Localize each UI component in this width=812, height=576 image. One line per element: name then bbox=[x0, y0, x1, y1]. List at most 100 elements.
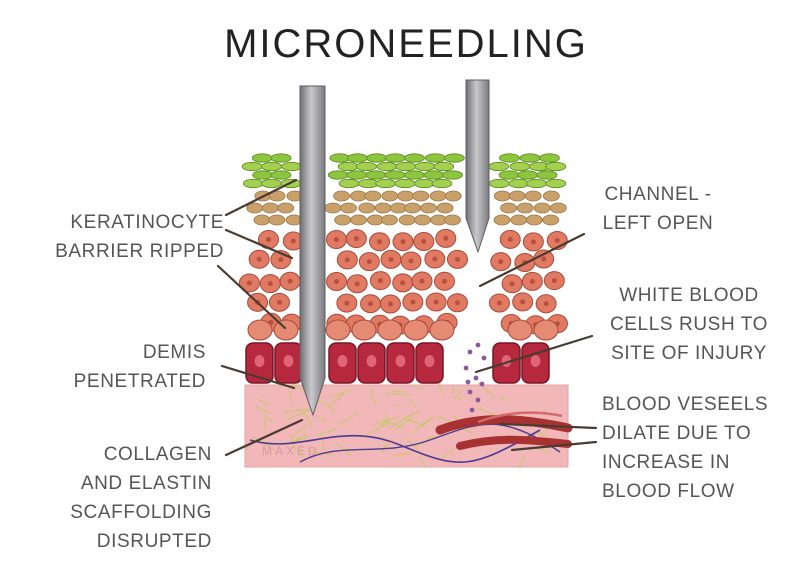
basal-nucleus bbox=[366, 355, 377, 367]
corneum-cell bbox=[281, 161, 303, 172]
collagen-fiber bbox=[499, 397, 508, 402]
corneum-cell bbox=[270, 153, 292, 163]
corneum-cell bbox=[499, 153, 520, 163]
granular-cell bbox=[414, 214, 431, 226]
collagen-fiber bbox=[408, 399, 417, 408]
corneum-cell bbox=[375, 178, 397, 189]
granular-cell bbox=[262, 202, 279, 214]
collagen-fiber bbox=[438, 382, 445, 395]
spinous-cell bbox=[533, 319, 559, 341]
label-line: BARRIER RIPPED bbox=[55, 241, 224, 262]
corneum-cell bbox=[424, 153, 446, 163]
corneum-cell bbox=[404, 153, 425, 163]
label-demis-penetrated: DEMIS PENETRATED bbox=[74, 338, 206, 396]
artery-path bbox=[456, 435, 572, 450]
corneum-cell bbox=[365, 170, 387, 180]
collagen-fiber bbox=[386, 392, 411, 396]
spinous-nucleus bbox=[541, 256, 547, 262]
corneum-cell bbox=[403, 170, 425, 180]
granular-cell bbox=[364, 190, 382, 202]
granular-cell bbox=[253, 214, 271, 226]
corneum-cell bbox=[327, 170, 349, 180]
corneum-cell bbox=[517, 170, 539, 180]
granular-cell bbox=[525, 214, 543, 226]
granular-cell bbox=[429, 190, 447, 202]
spinous-nucleus bbox=[388, 256, 394, 262]
granular-cell bbox=[398, 214, 416, 226]
label-line: AND ELASTIN bbox=[80, 473, 212, 494]
spinous-nucleus bbox=[400, 280, 406, 286]
granular-cell bbox=[268, 190, 286, 202]
collagen-fiber bbox=[366, 422, 388, 436]
collagen-fiber bbox=[337, 411, 360, 426]
spinous-cell bbox=[325, 319, 351, 341]
leader-blood-vessels-1 bbox=[498, 422, 598, 430]
spinous-cell bbox=[429, 319, 455, 341]
granular-cell bbox=[333, 190, 350, 202]
spinous-nucleus bbox=[344, 300, 350, 306]
white-blood-cell bbox=[463, 365, 469, 371]
spinous-nucleus bbox=[441, 278, 447, 284]
spinous-nucleus bbox=[377, 278, 383, 284]
basal-nucleus bbox=[283, 355, 294, 367]
granular-cell bbox=[340, 202, 357, 214]
granular-cell bbox=[349, 190, 367, 202]
corneum-cell bbox=[355, 161, 377, 172]
collagen-fiber bbox=[326, 402, 337, 414]
collagen-fiber bbox=[453, 388, 464, 400]
granular-cell bbox=[444, 214, 461, 226]
collagen-fiber bbox=[299, 448, 304, 458]
corneum-cell bbox=[384, 153, 406, 163]
collagen-fiber bbox=[394, 416, 415, 431]
vein-path bbox=[249, 429, 541, 463]
collagen-fiber bbox=[256, 406, 271, 414]
spinous-nucleus bbox=[368, 301, 374, 307]
spinous-nucleus bbox=[333, 237, 339, 243]
collagen-fiber bbox=[373, 416, 399, 426]
collagen-fiber bbox=[381, 439, 391, 453]
granular-cell bbox=[516, 202, 534, 214]
spinous-cell bbox=[247, 319, 273, 341]
leader-collagen bbox=[224, 418, 304, 457]
spinous-cell bbox=[377, 319, 403, 341]
diagram-title: MICRONEEDLING bbox=[224, 22, 588, 66]
spinous-cell-layer bbox=[238, 228, 568, 341]
corneum-cell bbox=[413, 178, 435, 189]
granular-cell bbox=[404, 202, 421, 214]
label-line: DEMIS bbox=[142, 342, 206, 363]
white-blood-cell bbox=[479, 381, 485, 387]
spinous-nucleus bbox=[520, 299, 526, 305]
corneum-cell bbox=[242, 178, 264, 189]
corneum-cell bbox=[519, 153, 541, 163]
spinous-nucleus bbox=[265, 237, 271, 243]
label-line: SITE OF INJURY bbox=[611, 343, 767, 364]
corneum-cell bbox=[347, 153, 368, 163]
spinous-nucleus bbox=[551, 278, 557, 284]
leader-lines bbox=[216, 178, 598, 457]
granular-cell bbox=[542, 214, 560, 226]
white-blood-cell bbox=[473, 375, 479, 381]
white-blood-cell bbox=[467, 349, 473, 355]
collagen-fiber bbox=[518, 454, 526, 468]
spinous-nucleus bbox=[344, 257, 350, 263]
spinous-nucleus bbox=[387, 301, 393, 307]
corneum-cell bbox=[252, 170, 274, 180]
corneum-cell bbox=[261, 178, 282, 189]
corneum-cell bbox=[395, 161, 417, 172]
granular-cell bbox=[500, 202, 517, 214]
granular-cell bbox=[397, 190, 415, 202]
spinous-nucleus bbox=[334, 278, 340, 284]
granular-cell bbox=[381, 190, 399, 202]
basal-nucleus bbox=[254, 355, 265, 367]
corneum-cell bbox=[384, 170, 406, 180]
white-blood-cell bbox=[465, 379, 471, 385]
corneum-cell bbox=[433, 161, 455, 172]
label-line: CELLS RUSH TO bbox=[609, 314, 769, 335]
spinous-nucleus bbox=[554, 237, 560, 243]
spinous-nucleus bbox=[432, 256, 438, 262]
corneum-cell bbox=[545, 161, 567, 172]
collagen-fiber bbox=[436, 415, 451, 422]
collagen-fiber bbox=[290, 438, 297, 453]
corneum-cell bbox=[498, 170, 520, 180]
collagen-fiber bbox=[264, 416, 275, 422]
